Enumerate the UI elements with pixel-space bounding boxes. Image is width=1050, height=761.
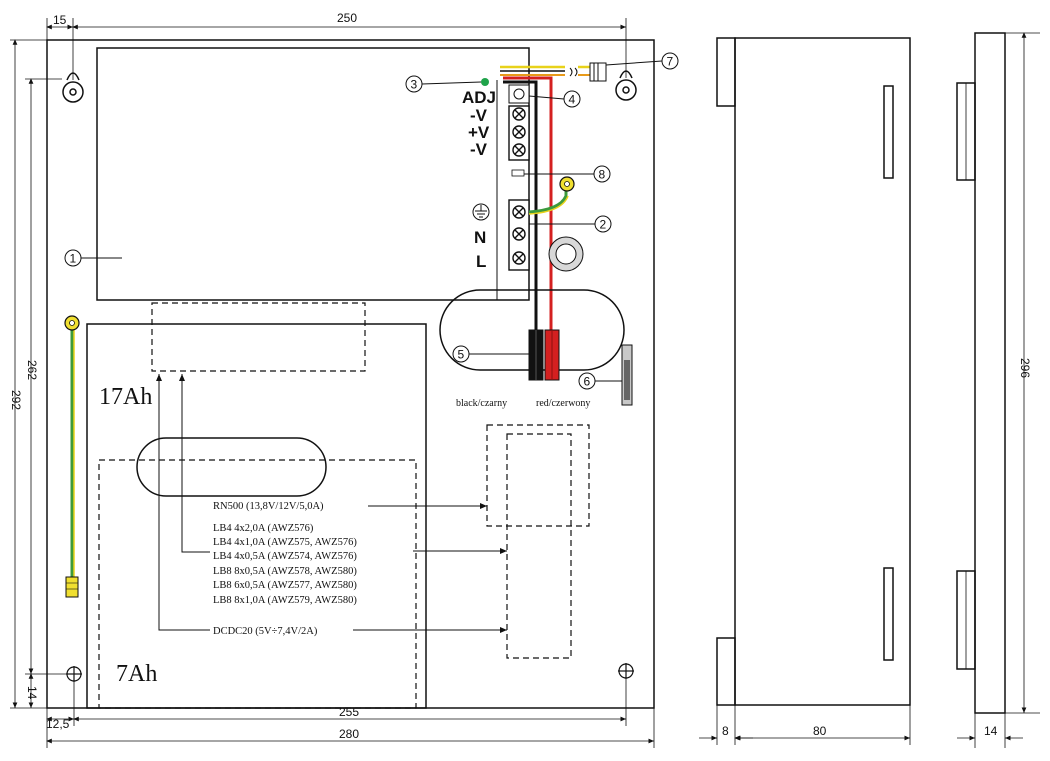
callout-5: 5 bbox=[452, 345, 529, 363]
label-module-lb8-6x05: LB8 6x0,5A (AWZ577, AWZ580) bbox=[213, 580, 357, 591]
right-view bbox=[956, 32, 1006, 714]
dim-top-left: 15 bbox=[53, 13, 67, 27]
module-slot-rn500 bbox=[486, 424, 590, 527]
label-module-lb4-1a: LB4 4x1,0A (AWZ575, AWZ576) bbox=[213, 537, 357, 548]
label-module-lb4-05a: LB4 4x0,5A (AWZ574, AWZ576) bbox=[213, 551, 357, 562]
dim-left-outer: 292 bbox=[9, 390, 23, 410]
callout-1-number: 1 bbox=[70, 252, 77, 266]
ground-wire bbox=[528, 188, 568, 214]
label-n: N bbox=[474, 228, 486, 247]
label-neg-v2: -V bbox=[470, 140, 488, 159]
dim-right-height: 296 bbox=[1018, 358, 1032, 378]
label-black-wire: black/czarny bbox=[456, 398, 507, 409]
battery-connector-red bbox=[544, 329, 560, 381]
mounting-hole-bottom-right bbox=[618, 663, 634, 679]
callout-2-number: 2 bbox=[600, 218, 607, 232]
dim-bottom-left: 12,5 bbox=[46, 717, 70, 731]
callout-8: 8 bbox=[524, 165, 611, 183]
cable-gland bbox=[548, 236, 584, 272]
callout-6-number: 6 bbox=[584, 375, 591, 389]
cable-cutout-left bbox=[136, 437, 327, 497]
callout-2: 2 bbox=[529, 215, 612, 233]
front-view: ADJ -V +V -V N L bbox=[9, 11, 679, 748]
dim-left-inner: 262 bbox=[25, 360, 39, 380]
callout-4: 4 bbox=[528, 90, 581, 108]
label-pos-v: +V bbox=[468, 123, 490, 142]
label-module-rn500: RN500 (13,8V/12V/5,0A) bbox=[213, 501, 324, 512]
module-slot-top bbox=[151, 302, 366, 372]
callout-6: 6 bbox=[578, 372, 622, 390]
dimension-lines-front bbox=[10, 18, 655, 748]
label-adj: ADJ bbox=[462, 88, 496, 107]
mounting-hole-bottom-left bbox=[66, 666, 82, 682]
callout-1: 1 bbox=[64, 249, 122, 267]
callout-3: 3 bbox=[405, 75, 482, 93]
ground-symbol-icon bbox=[472, 203, 490, 221]
label-red-wire: red/czerwony bbox=[536, 398, 590, 409]
arrow-lb-up bbox=[179, 374, 210, 553]
dim-top-width: 250 bbox=[337, 11, 357, 25]
enclosure-back-plate bbox=[46, 39, 655, 709]
arrow-dcdc-up bbox=[156, 374, 210, 631]
dim-bottom-inner: 255 bbox=[339, 705, 359, 719]
battery-7ah-outline bbox=[98, 459, 417, 709]
callout-8-number: 8 bbox=[599, 168, 606, 182]
label-module-lb8-8x05: LB8 8x0,5A (AWZ578, AWZ580) bbox=[213, 566, 357, 577]
battery-connector-black bbox=[528, 329, 544, 381]
dc-terminal-block bbox=[508, 105, 530, 161]
module-slot-lb bbox=[506, 433, 572, 659]
callout-7-number: 7 bbox=[667, 55, 674, 69]
callout-3-number: 3 bbox=[411, 78, 418, 92]
black-wire bbox=[503, 80, 538, 330]
callout-5-number: 5 bbox=[458, 348, 465, 362]
callout-7: 7 bbox=[605, 52, 679, 70]
tamper-switch bbox=[621, 344, 633, 406]
battery-17ah-outline bbox=[86, 323, 427, 709]
earth-wire-left bbox=[64, 315, 80, 598]
tamper-connector bbox=[500, 62, 607, 82]
dim-bottom-offset: 14 bbox=[25, 686, 39, 700]
dim-right-width: 14 bbox=[984, 724, 998, 738]
label-module-dcdc20: DCDC20 (5V÷7,4V/2A) bbox=[213, 626, 318, 637]
psu-module bbox=[96, 47, 530, 301]
dim-side-depth-a: 8 bbox=[722, 724, 729, 738]
label-module-lb8-8x1: LB8 8x1,0A (AWZ579, AWZ580) bbox=[213, 595, 357, 606]
callout-4-number: 4 bbox=[569, 93, 576, 107]
label-battery-17ah: 17Ah bbox=[99, 384, 152, 410]
dimension-lines-right bbox=[957, 32, 1040, 748]
ac-terminal-block bbox=[508, 199, 530, 271]
side-view bbox=[716, 37, 911, 706]
dim-bottom-outer: 280 bbox=[339, 727, 359, 741]
fuse-jumper bbox=[511, 169, 525, 177]
dimension-lines-side bbox=[699, 705, 911, 745]
adj-potentiometer bbox=[508, 84, 530, 104]
label-l: L bbox=[476, 252, 486, 271]
dim-side-depth-b: 80 bbox=[813, 724, 827, 738]
label-module-lb4-2a: LB4 4x2,0A (AWZ576) bbox=[213, 523, 314, 534]
led-indicator bbox=[481, 78, 489, 86]
label-battery-7ah: 7Ah bbox=[116, 661, 157, 687]
label-neg-v1: -V bbox=[470, 106, 488, 125]
